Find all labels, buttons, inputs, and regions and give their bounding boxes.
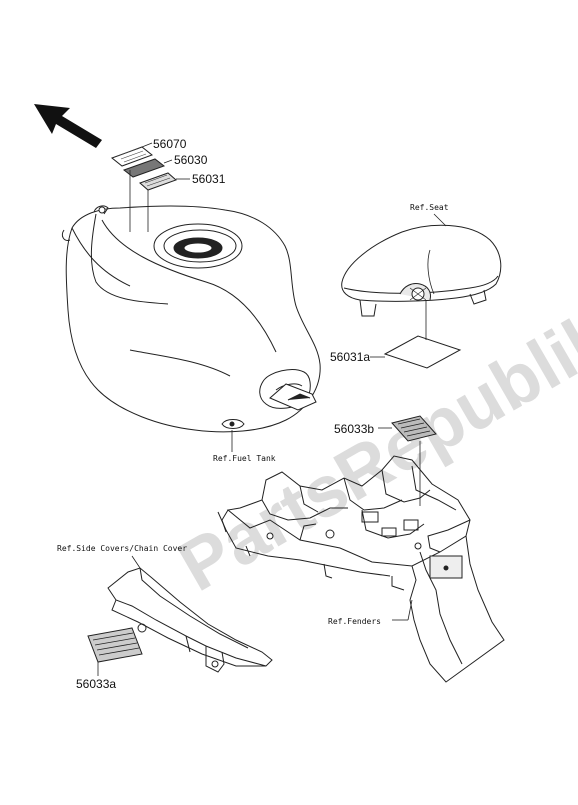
rear-fender-drawing — [217, 455, 505, 683]
label-sticker-56031 — [139, 172, 190, 191]
ref-fuel-tank: Ref.Fuel Tank — [213, 454, 276, 463]
watermark: PartsRepublik — [166, 295, 578, 607]
label-sticker-56070 — [110, 142, 154, 167]
front-direction-arrow-icon — [34, 104, 102, 148]
ref-side-covers-chain-cover: Ref.Side Covers/Chain Cover — [57, 544, 187, 553]
part-number-56033a: 56033a — [76, 677, 116, 691]
watermark-text: PartsRepublik — [166, 295, 578, 607]
label-sticker-56031a — [370, 335, 462, 369]
part-number-56070: 56070 — [153, 137, 187, 151]
label-sticker-56033a — [87, 627, 143, 676]
ref-fenders: Ref.Fenders — [328, 617, 381, 626]
part-number-56033b: 56033b — [334, 422, 374, 436]
part-number-56031: 56031 — [192, 172, 226, 186]
chain-cover-drawing — [107, 567, 273, 673]
part-number-56030: 56030 — [174, 153, 208, 167]
label-sticker-56033b — [378, 415, 437, 506]
fuel-tank-drawing — [61, 205, 321, 452]
part-number-56031a: 56031a — [330, 350, 370, 364]
seat-drawing — [341, 224, 502, 340]
ref-seat: Ref.Seat — [410, 203, 449, 212]
